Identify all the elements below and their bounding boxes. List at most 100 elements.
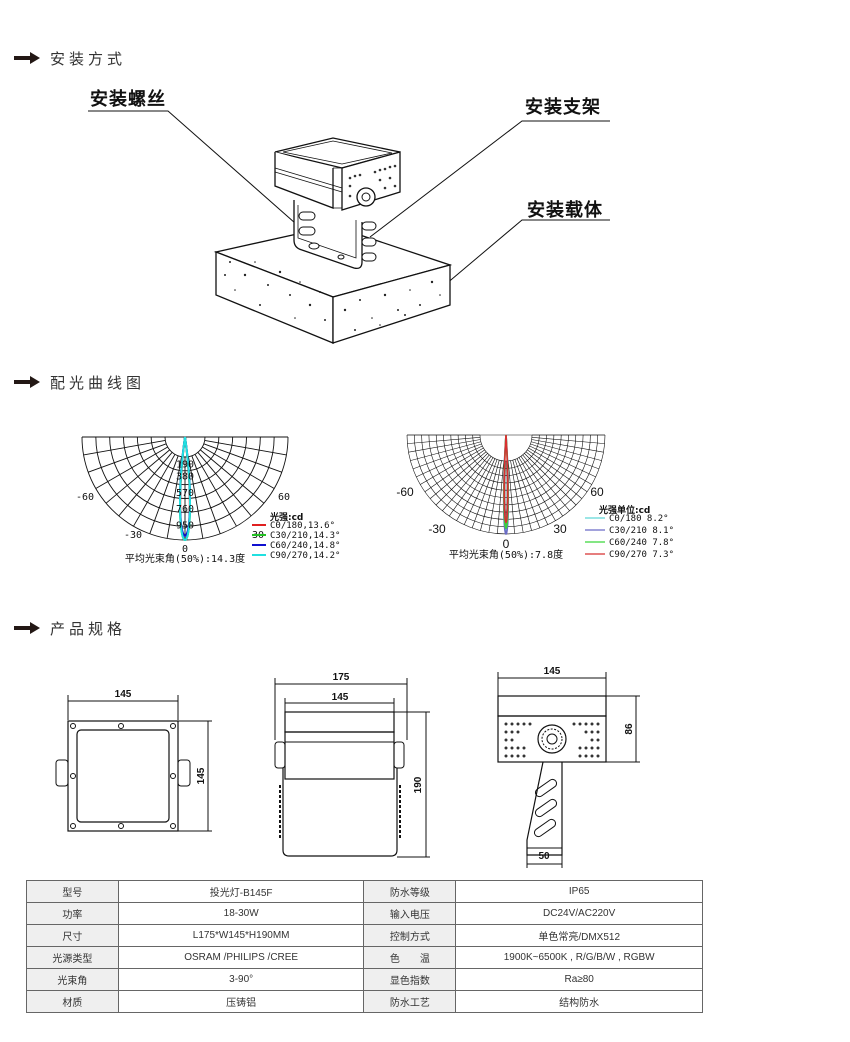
polar-spoke — [530, 443, 600, 470]
legend-label: C0/180 8.2° — [609, 514, 669, 524]
polar-spoke — [191, 455, 221, 534]
legend-title: 光强:cd — [269, 511, 303, 523]
legend-title: 光强单位:cd — [598, 504, 650, 516]
spec-value: OSRAM /PHILIPS /CREE — [117, 946, 365, 969]
radial-tick-label: 570 — [176, 488, 194, 499]
front-view-drawing — [55, 695, 212, 832]
polar-chart-1: 190380570760950-60-3003060光强:cdC0/180,13… — [76, 436, 340, 565]
polar-spoke — [529, 445, 596, 478]
leader-line-screw — [88, 110, 313, 239]
angle-tick-label: 0 — [503, 537, 510, 551]
polar-spoke — [463, 458, 496, 525]
polar-spoke — [522, 454, 570, 512]
angle-tick-label: -60 — [396, 485, 414, 499]
section-light-heading: 配光曲线图 — [14, 372, 145, 392]
series-curve-3 — [503, 434, 509, 523]
section-title: 安装方式 — [50, 49, 127, 68]
top-view-drawing — [497, 672, 640, 868]
spec-row: 材质压铸铝防水工艺结构防水 — [26, 990, 703, 1013]
polar-spoke — [429, 451, 487, 499]
legend-label: C90/270 7.3° — [609, 550, 674, 560]
polar-spoke — [456, 457, 494, 521]
side-view-drawing — [274, 678, 430, 858]
polar-spoke — [118, 452, 173, 517]
spec-value: 18-30W — [117, 902, 365, 925]
polar-spoke — [442, 454, 490, 512]
polar-ring — [164, 436, 206, 458]
arrow-right-icon — [14, 52, 40, 64]
legend-label: C60/240,14.8° — [270, 541, 340, 551]
legend-label: C90/270,14.2° — [270, 551, 340, 561]
series-curve-3 — [179, 436, 191, 542]
callout-install-screw: 安装螺丝 — [90, 89, 166, 110]
polar-spoke — [448, 456, 492, 517]
dim-side-inner-width: 145 — [332, 692, 349, 703]
polar-spoke — [105, 449, 170, 504]
polar-spoke — [424, 449, 485, 493]
arrow-right-icon — [14, 376, 40, 388]
polar-spoke — [514, 459, 541, 529]
polar-spoke — [528, 447, 592, 485]
polar-spoke — [518, 457, 556, 521]
radial-tick-label: 380 — [176, 472, 194, 483]
spec-key: 防水等级 — [363, 880, 457, 903]
spec-key: 材质 — [26, 990, 119, 1013]
polar-spoke — [488, 460, 502, 533]
callout-install-bracket: 安装支架 — [525, 97, 601, 118]
section-install-heading: 安装方式 — [14, 48, 126, 68]
polar-spoke — [203, 443, 282, 473]
dim-side-height: 190 — [413, 776, 424, 793]
dimension-drawings: 145 145 175 145 190 145 86 50 — [55, 666, 640, 868]
polar-spoke — [83, 440, 166, 456]
legend-label: C30/210 8.1° — [609, 526, 674, 536]
polar-spoke — [524, 453, 577, 506]
spec-value: 投光灯-B145F — [117, 880, 365, 903]
polar-spoke — [194, 454, 237, 527]
polar-spoke — [516, 458, 549, 525]
angle-tick-label: 60 — [278, 492, 290, 503]
section-title: 产品规格 — [50, 619, 127, 638]
spec-key: 控制方式 — [363, 924, 457, 947]
leader-line-bracket — [369, 120, 610, 238]
dim-front-height: 145 — [196, 767, 207, 784]
spec-key: 输入电压 — [363, 902, 457, 925]
beam-angle-caption: 平均光束角(50%):7.8度 — [449, 548, 563, 561]
section-title: 配光曲线图 — [50, 373, 146, 392]
polar-spoke — [166, 456, 182, 539]
section-spec-heading: 产品规格 — [14, 618, 126, 638]
polar-grid — [406, 434, 606, 535]
polar-spoke — [407, 436, 481, 444]
polar-spoke — [188, 456, 204, 539]
angle-tick-label: 0 — [182, 544, 188, 555]
spec-key: 光源类型 — [26, 946, 119, 969]
polar-spoke — [416, 445, 483, 478]
polar-spoke — [471, 459, 498, 529]
vent-dots — [348, 164, 397, 198]
polar-spoke — [202, 446, 275, 489]
spec-value: 单色常亮/DMX512 — [455, 924, 703, 947]
legend-label: C0/180,13.6° — [270, 521, 335, 531]
spec-value: Ra≥80 — [455, 968, 703, 991]
beam-angle-caption: 平均光束角(50%):14.3度 — [125, 552, 245, 565]
polar-spoke — [149, 455, 179, 534]
install-illustration — [88, 110, 610, 344]
angle-tick-label: -60 — [76, 492, 94, 503]
leader-line-carrier — [419, 219, 610, 307]
polar-spoke — [410, 441, 481, 461]
polar-spoke — [510, 460, 524, 533]
spec-value: 压铸铝 — [117, 990, 365, 1013]
spec-key: 光束角 — [26, 968, 119, 991]
polar-spoke — [197, 452, 252, 517]
spec-value: 结构防水 — [455, 990, 703, 1013]
polar-spoke — [480, 460, 500, 531]
polar-spoke — [200, 449, 265, 504]
spec-value: DC24V/AC220V — [455, 902, 703, 925]
spec-key: 功率 — [26, 902, 119, 925]
polar-spoke — [435, 453, 488, 506]
spec-value: IP65 — [455, 880, 703, 903]
